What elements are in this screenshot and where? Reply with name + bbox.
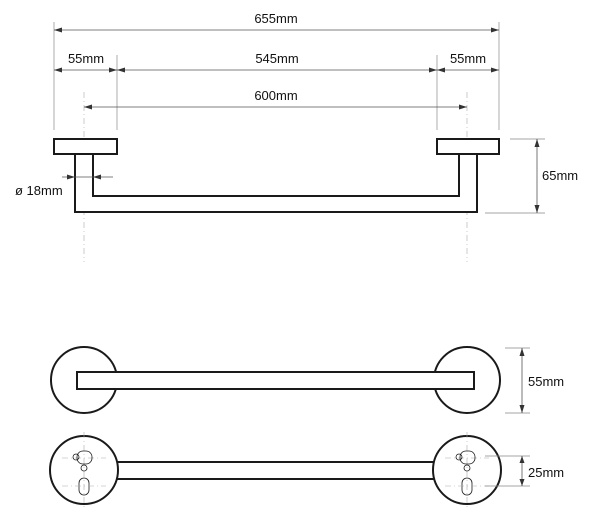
bar-body-front	[74, 153, 478, 213]
top-view: 55mm	[50, 346, 564, 414]
dimension-label-flange-diameter: 55mm	[528, 374, 564, 389]
keyhole-slot-icon	[76, 450, 93, 465]
dimension-label-overall: 655mm	[254, 11, 297, 26]
arrowhead	[534, 139, 540, 147]
screw-hole-icon	[72, 453, 80, 461]
arrowhead	[519, 405, 525, 413]
arrowhead	[519, 348, 525, 356]
dimension-label-bar-height: 25mm	[528, 465, 564, 480]
mounting-slot-icon	[78, 477, 90, 496]
bar-body-top	[76, 371, 475, 390]
arrowhead	[117, 67, 125, 73]
arrowhead	[54, 27, 62, 33]
dimension-label-left-flange: 55mm	[68, 51, 104, 66]
flange-right-front	[436, 138, 500, 155]
bar-body-rear	[99, 461, 451, 480]
mounting-slot-icon	[461, 477, 473, 496]
arrowhead	[429, 67, 437, 73]
arrowhead	[84, 104, 92, 110]
dimension-label-projection: 65mm	[542, 168, 578, 183]
dimension-label-bar-diameter: ø 18mm	[15, 183, 63, 198]
screw-hole-icon	[455, 453, 463, 461]
arrowhead	[534, 205, 540, 213]
flange-left-front	[53, 138, 118, 155]
arrowhead	[109, 67, 117, 73]
arrowhead	[519, 479, 525, 486]
screw-hole-icon	[80, 464, 88, 472]
arrowhead	[67, 174, 75, 180]
arrowhead	[519, 456, 525, 463]
arrowhead	[93, 174, 101, 180]
arrowhead	[459, 104, 467, 110]
dimension-label-bar-span: 545mm	[255, 51, 298, 66]
rear-view: 25mm	[49, 432, 564, 508]
arrowhead	[54, 67, 62, 73]
screw-hole-icon	[463, 464, 471, 472]
arrowhead	[491, 67, 499, 73]
front-view: 655mm 55mm 545mm 55mm 600mm ø 18mm 6	[15, 11, 578, 262]
dimension-label-right-flange: 55mm	[450, 51, 486, 66]
dimension-label-center-distance: 600mm	[254, 88, 297, 103]
arrowhead	[491, 27, 499, 33]
arrowhead	[437, 67, 445, 73]
keyhole-slot-icon	[459, 450, 476, 465]
